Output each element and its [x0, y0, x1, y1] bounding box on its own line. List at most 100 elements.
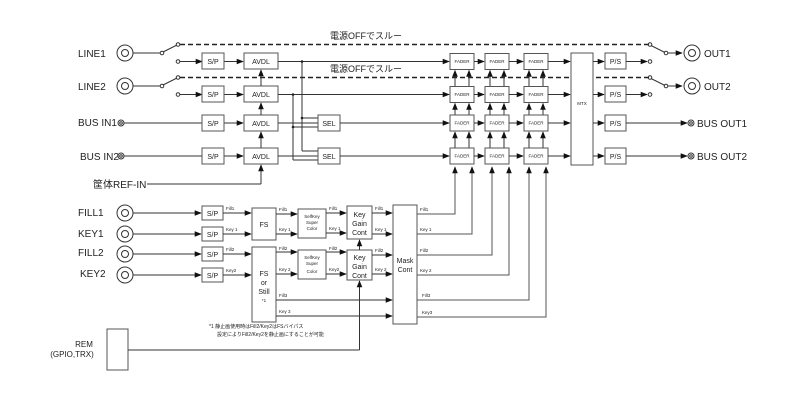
- svg-text:or: or: [261, 280, 268, 287]
- svg-text:FADER: FADER: [528, 92, 544, 97]
- input-bus-in1: BUS IN1: [78, 118, 125, 129]
- bypass-label-1: 電源OFFでスルー: [330, 31, 402, 41]
- mask-to-fader-wiring: [417, 166, 549, 318]
- output-bus-out2: BUS OUT2: [626, 152, 747, 163]
- svg-text:Fill2: Fill2: [226, 247, 235, 252]
- svg-text:Fill2: Fill2: [279, 246, 288, 251]
- fader-block: FADER: [484, 53, 510, 70]
- svg-text:Key2: Key2: [226, 268, 237, 273]
- label-out1: OUT1: [704, 49, 731, 60]
- label-rem-sub: (GPIO,TRX): [50, 350, 94, 359]
- input-bus-in2: BUS IN2: [80, 152, 125, 163]
- avdl-block: AVDL: [243, 52, 279, 70]
- svg-text:S/P: S/P: [207, 211, 219, 218]
- input-fill1: FILL1: [78, 204, 202, 222]
- bnc-connector-icon: [683, 44, 701, 62]
- svg-text:Super: Super: [306, 261, 319, 266]
- footnote-line2: 設定によりFill2/Key2を静止画にすることが可能: [217, 331, 324, 338]
- svg-text:Key: Key: [353, 255, 366, 262]
- avdl-block: AVDL: [243, 85, 279, 103]
- bnc-connector-inner-icon: [688, 82, 696, 90]
- fader-block: FADER: [449, 147, 475, 165]
- bnc-connector-inner-icon: [121, 271, 129, 279]
- svg-text:Key 1: Key 1: [329, 226, 341, 231]
- bnc-connector-icon: [116, 245, 134, 263]
- svg-text:SelfKey: SelfKey: [304, 214, 320, 219]
- svg-text:Fill2: Fill2: [329, 246, 338, 251]
- label-key1: KEY1: [78, 229, 104, 240]
- bnc-connector-icon: [116, 266, 134, 284]
- ref-chain: [147, 69, 264, 185]
- svg-text:S/P: S/P: [207, 121, 219, 128]
- svg-text:FS: FS: [260, 222, 269, 229]
- svg-text:Cont: Cont: [398, 267, 413, 274]
- bypass-switch-out2: OUT2: [626, 75, 731, 98]
- svg-text:S/P: S/P: [207, 252, 219, 259]
- svg-text:Key 1: Key 1: [226, 227, 238, 232]
- svg-text:Key3: Key3: [422, 310, 433, 315]
- svg-text:FADER: FADER: [454, 121, 470, 126]
- svg-text:Fill3: Fill3: [422, 293, 431, 298]
- svg-text:Key 2: Key 2: [375, 267, 387, 272]
- fader-block: FADER: [449, 86, 475, 103]
- svg-text:FS: FS: [260, 271, 269, 278]
- bnc-connector-inner-icon: [121, 209, 129, 217]
- svg-text:FADER: FADER: [454, 92, 470, 97]
- svg-text:Key 1: Key 1: [420, 227, 432, 232]
- svg-text:P/S: P/S: [610, 154, 622, 161]
- bus-connector-inner-icon: [119, 121, 123, 125]
- fader-grid: FADER FADER FADER FADER FADER FADER FADER FADER…: [449, 53, 571, 165]
- fader-block: FADER: [484, 147, 510, 165]
- svg-text:Color: Color: [307, 226, 318, 231]
- bnc-connector-icon: [116, 77, 134, 95]
- label-line2: LINE2: [78, 82, 106, 93]
- mtx-block: MTX: [570, 52, 594, 166]
- svg-text:MTX: MTX: [577, 101, 587, 106]
- sp-block: S/P: [201, 205, 224, 221]
- label-bus-in1: BUS IN1: [78, 118, 117, 129]
- bypass-switch-line1: [133, 42, 181, 64]
- sp-block: S/P: [201, 246, 224, 262]
- bnc-connector-icon: [683, 77, 701, 95]
- svg-text:Key 1: Key 1: [279, 227, 291, 232]
- bus-connector-inner-icon: [689, 121, 693, 125]
- sp-block: S/P: [201, 147, 225, 165]
- svg-text:Key 3: Key 3: [279, 309, 291, 314]
- sp-block: S/P: [201, 114, 225, 132]
- svg-text:FADER: FADER: [489, 59, 505, 64]
- bus-connector-icon: [687, 119, 695, 127]
- bnc-connector-inner-icon: [121, 82, 129, 90]
- label-rem: REM: [75, 340, 93, 349]
- svg-text:AVDL: AVDL: [252, 121, 270, 128]
- selfkey-super-color-block: SelfKey Super Color: [297, 249, 327, 280]
- input-fill2: FILL2: [78, 245, 202, 263]
- svg-text:S/P: S/P: [207, 92, 219, 99]
- svg-text:FADER: FADER: [528, 121, 544, 126]
- svg-text:S/P: S/P: [207, 232, 219, 239]
- bnc-connector-icon: [116, 44, 134, 62]
- svg-text:Fill1: Fill1: [279, 207, 288, 212]
- svg-text:Gain: Gain: [352, 221, 367, 228]
- label-fill2: FILL2: [78, 248, 104, 259]
- sp-block: S/P: [201, 52, 225, 70]
- svg-text:FADER: FADER: [528, 59, 544, 64]
- svg-text:Fill1: Fill1: [226, 206, 235, 211]
- key-gain-cont-block: Key Gain Cont: [346, 205, 373, 240]
- svg-text:Cont: Cont: [352, 230, 367, 237]
- svg-text:Cont: Cont: [352, 273, 367, 280]
- svg-text:FADER: FADER: [454, 154, 470, 159]
- svg-text:FADER: FADER: [489, 92, 505, 97]
- svg-text:Fill1: Fill1: [420, 207, 429, 212]
- svg-text:Fill2: Fill2: [420, 248, 429, 253]
- bus-connector-icon: [117, 119, 125, 127]
- svg-text:P/S: P/S: [610, 59, 622, 66]
- bus-connector-inner-icon: [689, 154, 693, 158]
- svg-text:AVDL: AVDL: [252, 59, 270, 66]
- svg-text:AVDL: AVDL: [252, 92, 270, 99]
- sel-block: SEL: [317, 114, 341, 132]
- sp-block: S/P: [201, 267, 224, 283]
- svg-text:Gain: Gain: [352, 264, 367, 271]
- bus-connector-icon: [687, 152, 695, 160]
- fader-block: FADER: [484, 114, 510, 132]
- sp-block: S/P: [201, 226, 224, 242]
